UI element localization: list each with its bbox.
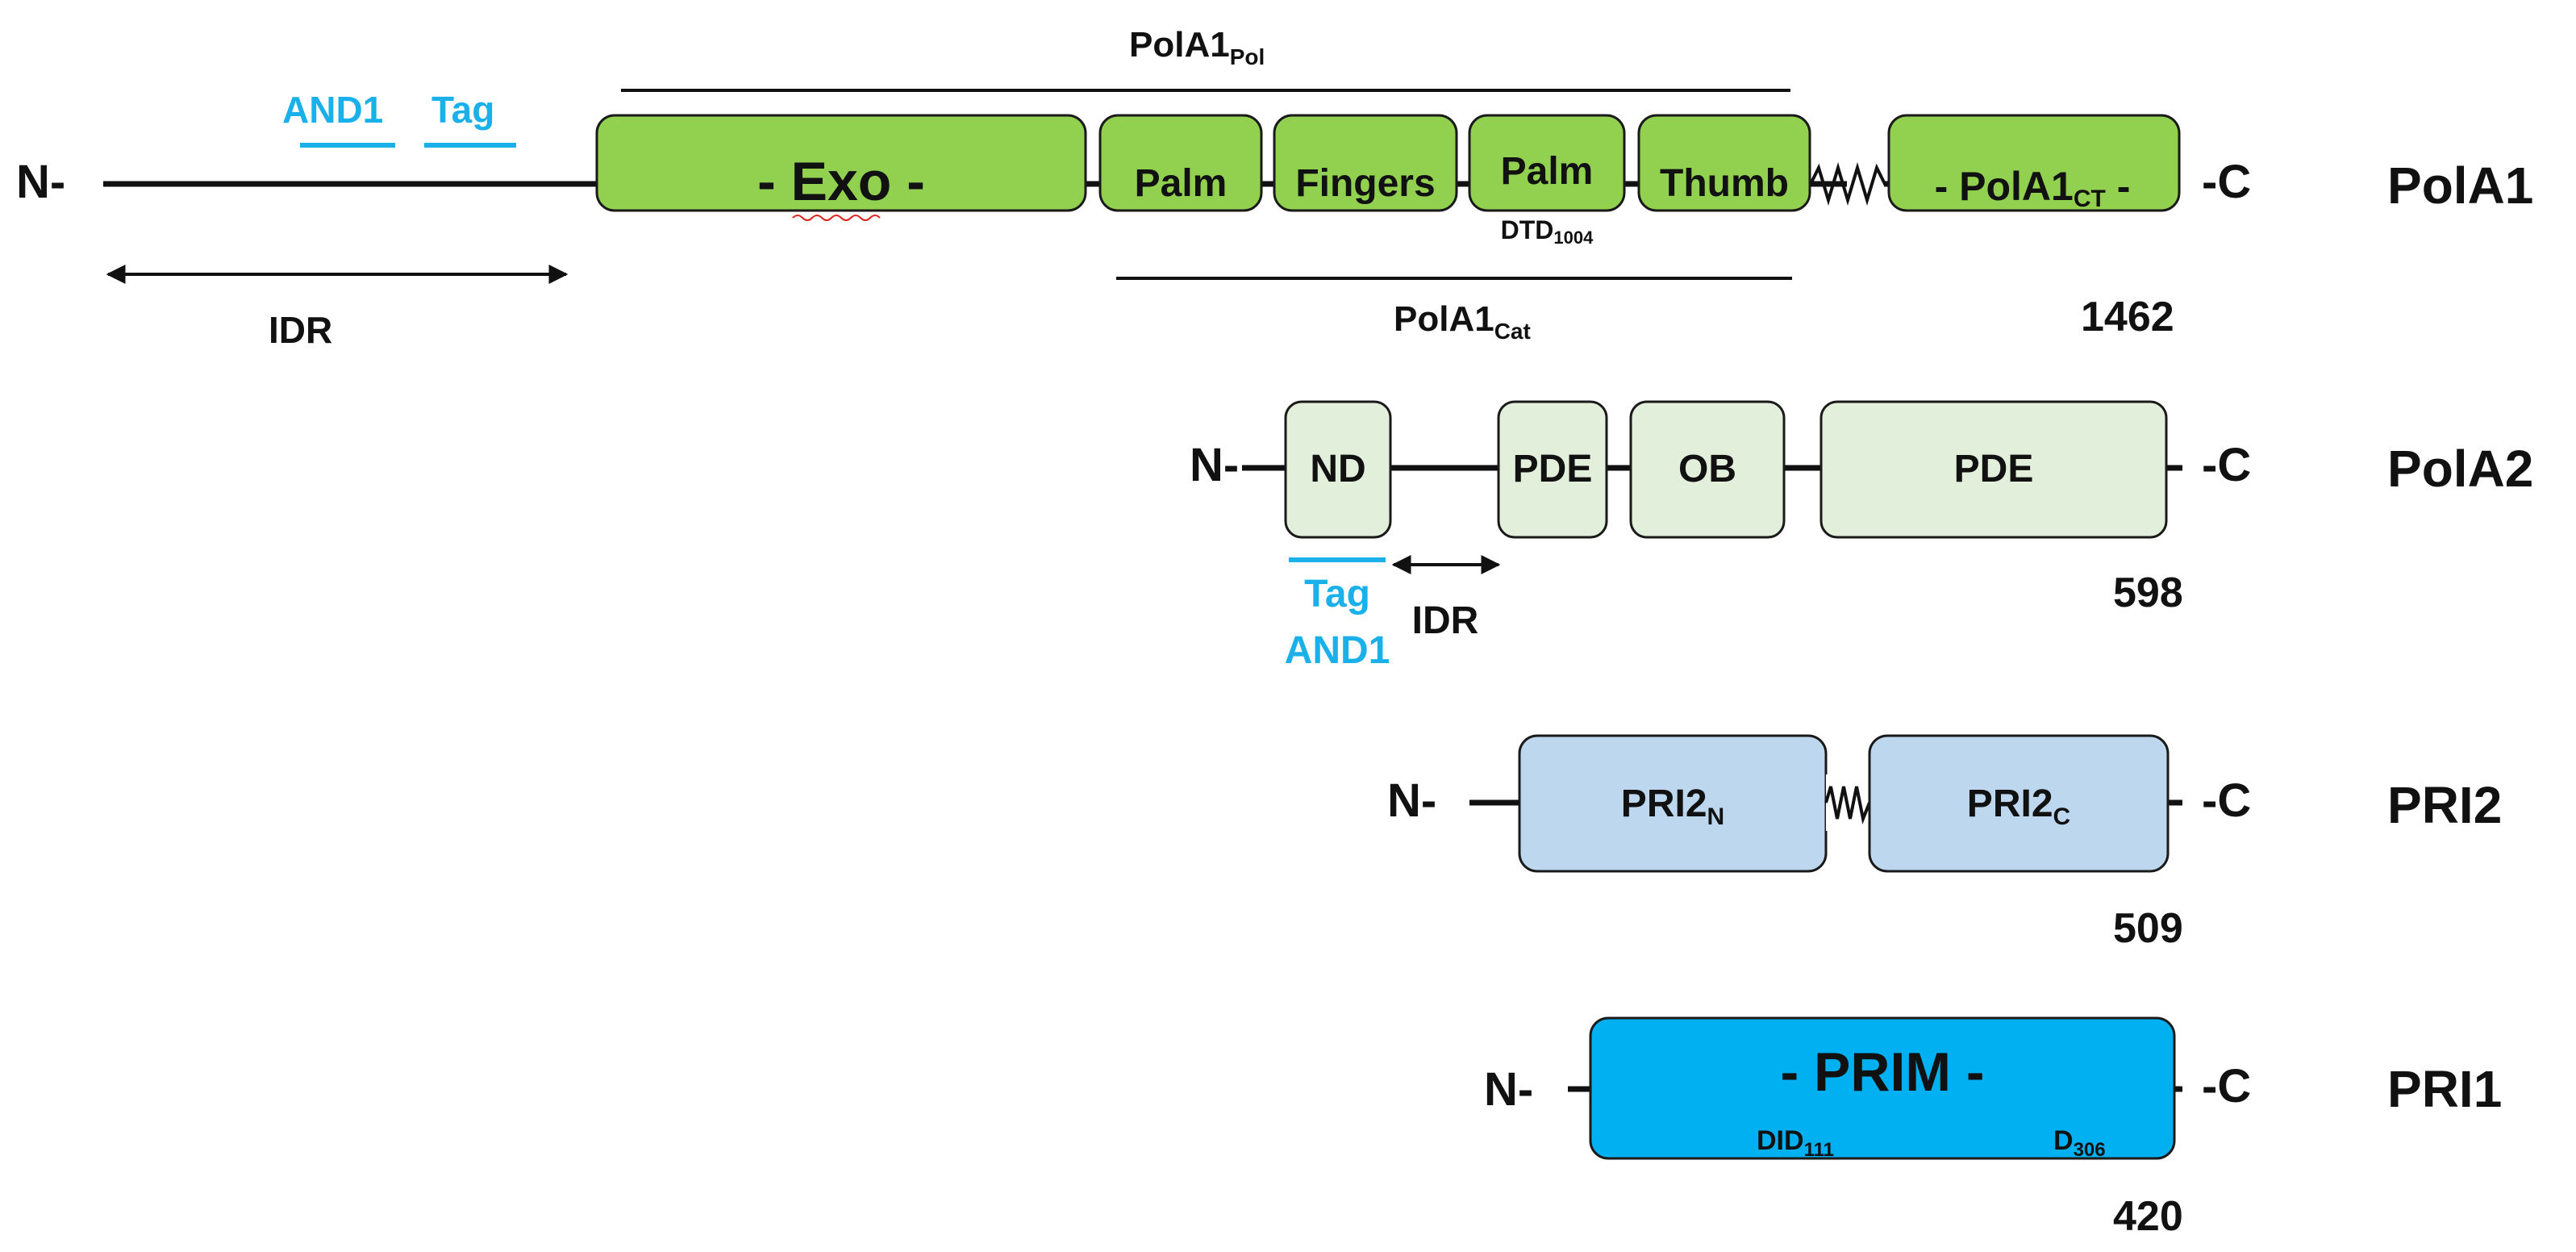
pri1-length: 420 bbox=[2113, 1193, 2183, 1240]
pola1-pol-label: PolA1Pol bbox=[1129, 25, 1265, 69]
pri2-n-label: PRI2N bbox=[1621, 782, 1724, 830]
pola1-and1-label: AND1 bbox=[282, 89, 383, 131]
pri2-c-label: PRI2C bbox=[1967, 782, 2070, 830]
pola1-cat-label: PolA1Cat bbox=[1394, 299, 1531, 344]
pola1-exo-squiggle bbox=[792, 215, 881, 221]
pri2-protein-name: PRI2 bbox=[2387, 776, 2502, 834]
pola1-dtd-label: DTD1004 bbox=[1501, 215, 1594, 248]
pola2-pde2-domain bbox=[1819, 400, 2168, 539]
pola1-fingers-label: Fingers bbox=[1295, 162, 1435, 205]
pola2-protein-name: PolA2 bbox=[2387, 440, 2533, 498]
pri2-row: N- PRI2N PRI2C -C PRI2 509 bbox=[1387, 734, 2502, 952]
pola1-palm2-domain bbox=[1468, 114, 1626, 212]
pri1-protein-name: PRI1 bbox=[2387, 1060, 2502, 1118]
pola1-thumb-domain bbox=[1637, 114, 1811, 212]
pri1-prim-label: - PRIM - bbox=[1780, 1041, 1984, 1103]
pola2-n-terminus: N- bbox=[1190, 439, 1239, 491]
pola1-ct-label: - PolA1CT - bbox=[1935, 164, 2131, 212]
pola1-fingers-domain bbox=[1273, 114, 1458, 212]
pola1-row: PolA1Pol AND1 Tag N- IDR - Exo - Palm Fi… bbox=[16, 25, 2533, 351]
pola1-palm1-label: Palm bbox=[1135, 162, 1228, 205]
pri1-did-label: DID111 bbox=[1757, 1125, 1834, 1161]
pola1-exo-domain bbox=[595, 114, 1087, 212]
pola1-palm1-domain bbox=[1098, 114, 1263, 212]
pri1-c-terminus: -C bbox=[2202, 1060, 2251, 1112]
pola2-idr-label: IDR bbox=[1412, 599, 1479, 642]
pri2-linker-zigzag bbox=[1824, 786, 1871, 824]
pola2-ob-label: OB bbox=[1678, 448, 1736, 490]
pri2-c-domain bbox=[1868, 734, 2170, 873]
pola2-tag-label: Tag bbox=[1304, 573, 1370, 616]
pola2-ob-domain bbox=[1629, 400, 1786, 539]
pola2-nd-label: ND bbox=[1310, 448, 1365, 490]
pola1-linker-zigzag bbox=[1809, 162, 1887, 206]
pola1-length: 1462 bbox=[2081, 294, 2174, 340]
pri1-d-label: D306 bbox=[2053, 1125, 2106, 1161]
pri1-n-terminus: N- bbox=[1484, 1063, 1533, 1116]
pola2-pde1-label: PDE bbox=[1513, 448, 1593, 490]
pola1-n-terminus: N- bbox=[16, 156, 65, 208]
pola1-palm2-label: Palm bbox=[1501, 150, 1594, 193]
pola2-length: 598 bbox=[2113, 570, 2183, 616]
pola1-c-terminus: -C bbox=[2202, 156, 2251, 208]
pri2-c-terminus: -C bbox=[2202, 774, 2251, 827]
pola1-exo-label: - Exo - bbox=[757, 151, 925, 212]
pola1-tag-label: Tag bbox=[431, 89, 494, 131]
pola2-pde2-label: PDE bbox=[1954, 448, 2034, 490]
pri2-length: 509 bbox=[2113, 905, 2183, 952]
pola2-row: N- ND PDE OB PDE -C PolA2 Tag AND1 IDR 5… bbox=[1190, 400, 2533, 672]
pola1-thumb-label: Thumb bbox=[1660, 162, 1789, 205]
pola1-protein-name: PolA1 bbox=[2387, 156, 2533, 215]
pola2-c-terminus: -C bbox=[2202, 439, 2251, 491]
pola2-pde1-domain bbox=[1497, 400, 1608, 539]
pri1-row: N- - PRIM - DID111 D306 -C PRI1 420 bbox=[1484, 1016, 2502, 1240]
pola1-idr-label: IDR bbox=[269, 309, 332, 351]
pola2-nd-domain bbox=[1284, 400, 1392, 539]
pola2-and1-label: AND1 bbox=[1285, 629, 1390, 672]
pri2-n-terminus: N- bbox=[1387, 774, 1436, 827]
pola1-ct-domain bbox=[1887, 114, 2181, 212]
pri1-prim-domain bbox=[1589, 1016, 2176, 1160]
